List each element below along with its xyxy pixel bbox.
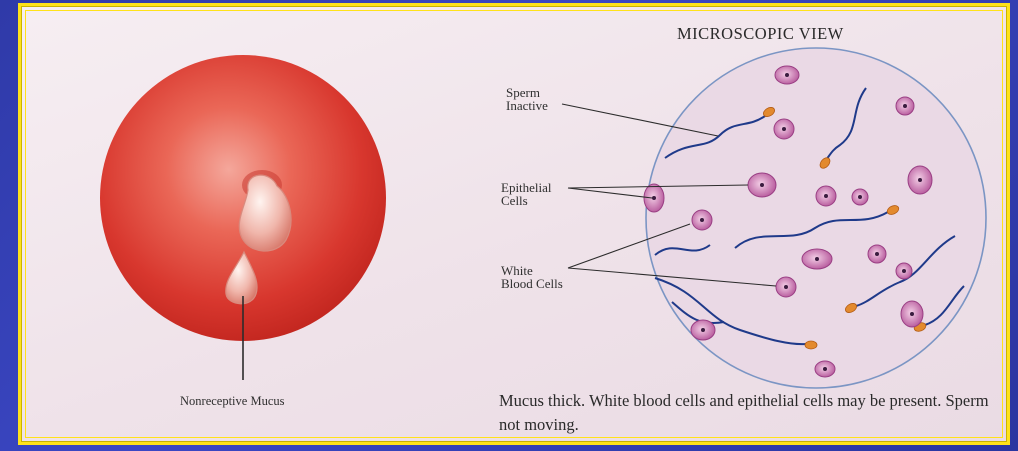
label-sperm-line2: Inactive (506, 99, 548, 112)
label-nonreceptive-mucus: Nonreceptive Mucus (180, 394, 284, 409)
cervix-illustration (100, 55, 386, 380)
label-wbc-line2: Blood Cells (501, 277, 563, 290)
label-epithelial-cells: Epithelial Cells (501, 181, 552, 207)
microscope-view (562, 48, 986, 388)
label-epithelial-line2: Cells (501, 194, 552, 207)
description-text: Mucus thick. White blood cells and epith… (499, 389, 999, 437)
microscopic-view-title: MICROSCOPIC VIEW (677, 24, 844, 44)
label-sperm-inactive: Sperm Inactive (506, 86, 548, 112)
label-white-blood-cells: White Blood Cells (501, 264, 563, 290)
